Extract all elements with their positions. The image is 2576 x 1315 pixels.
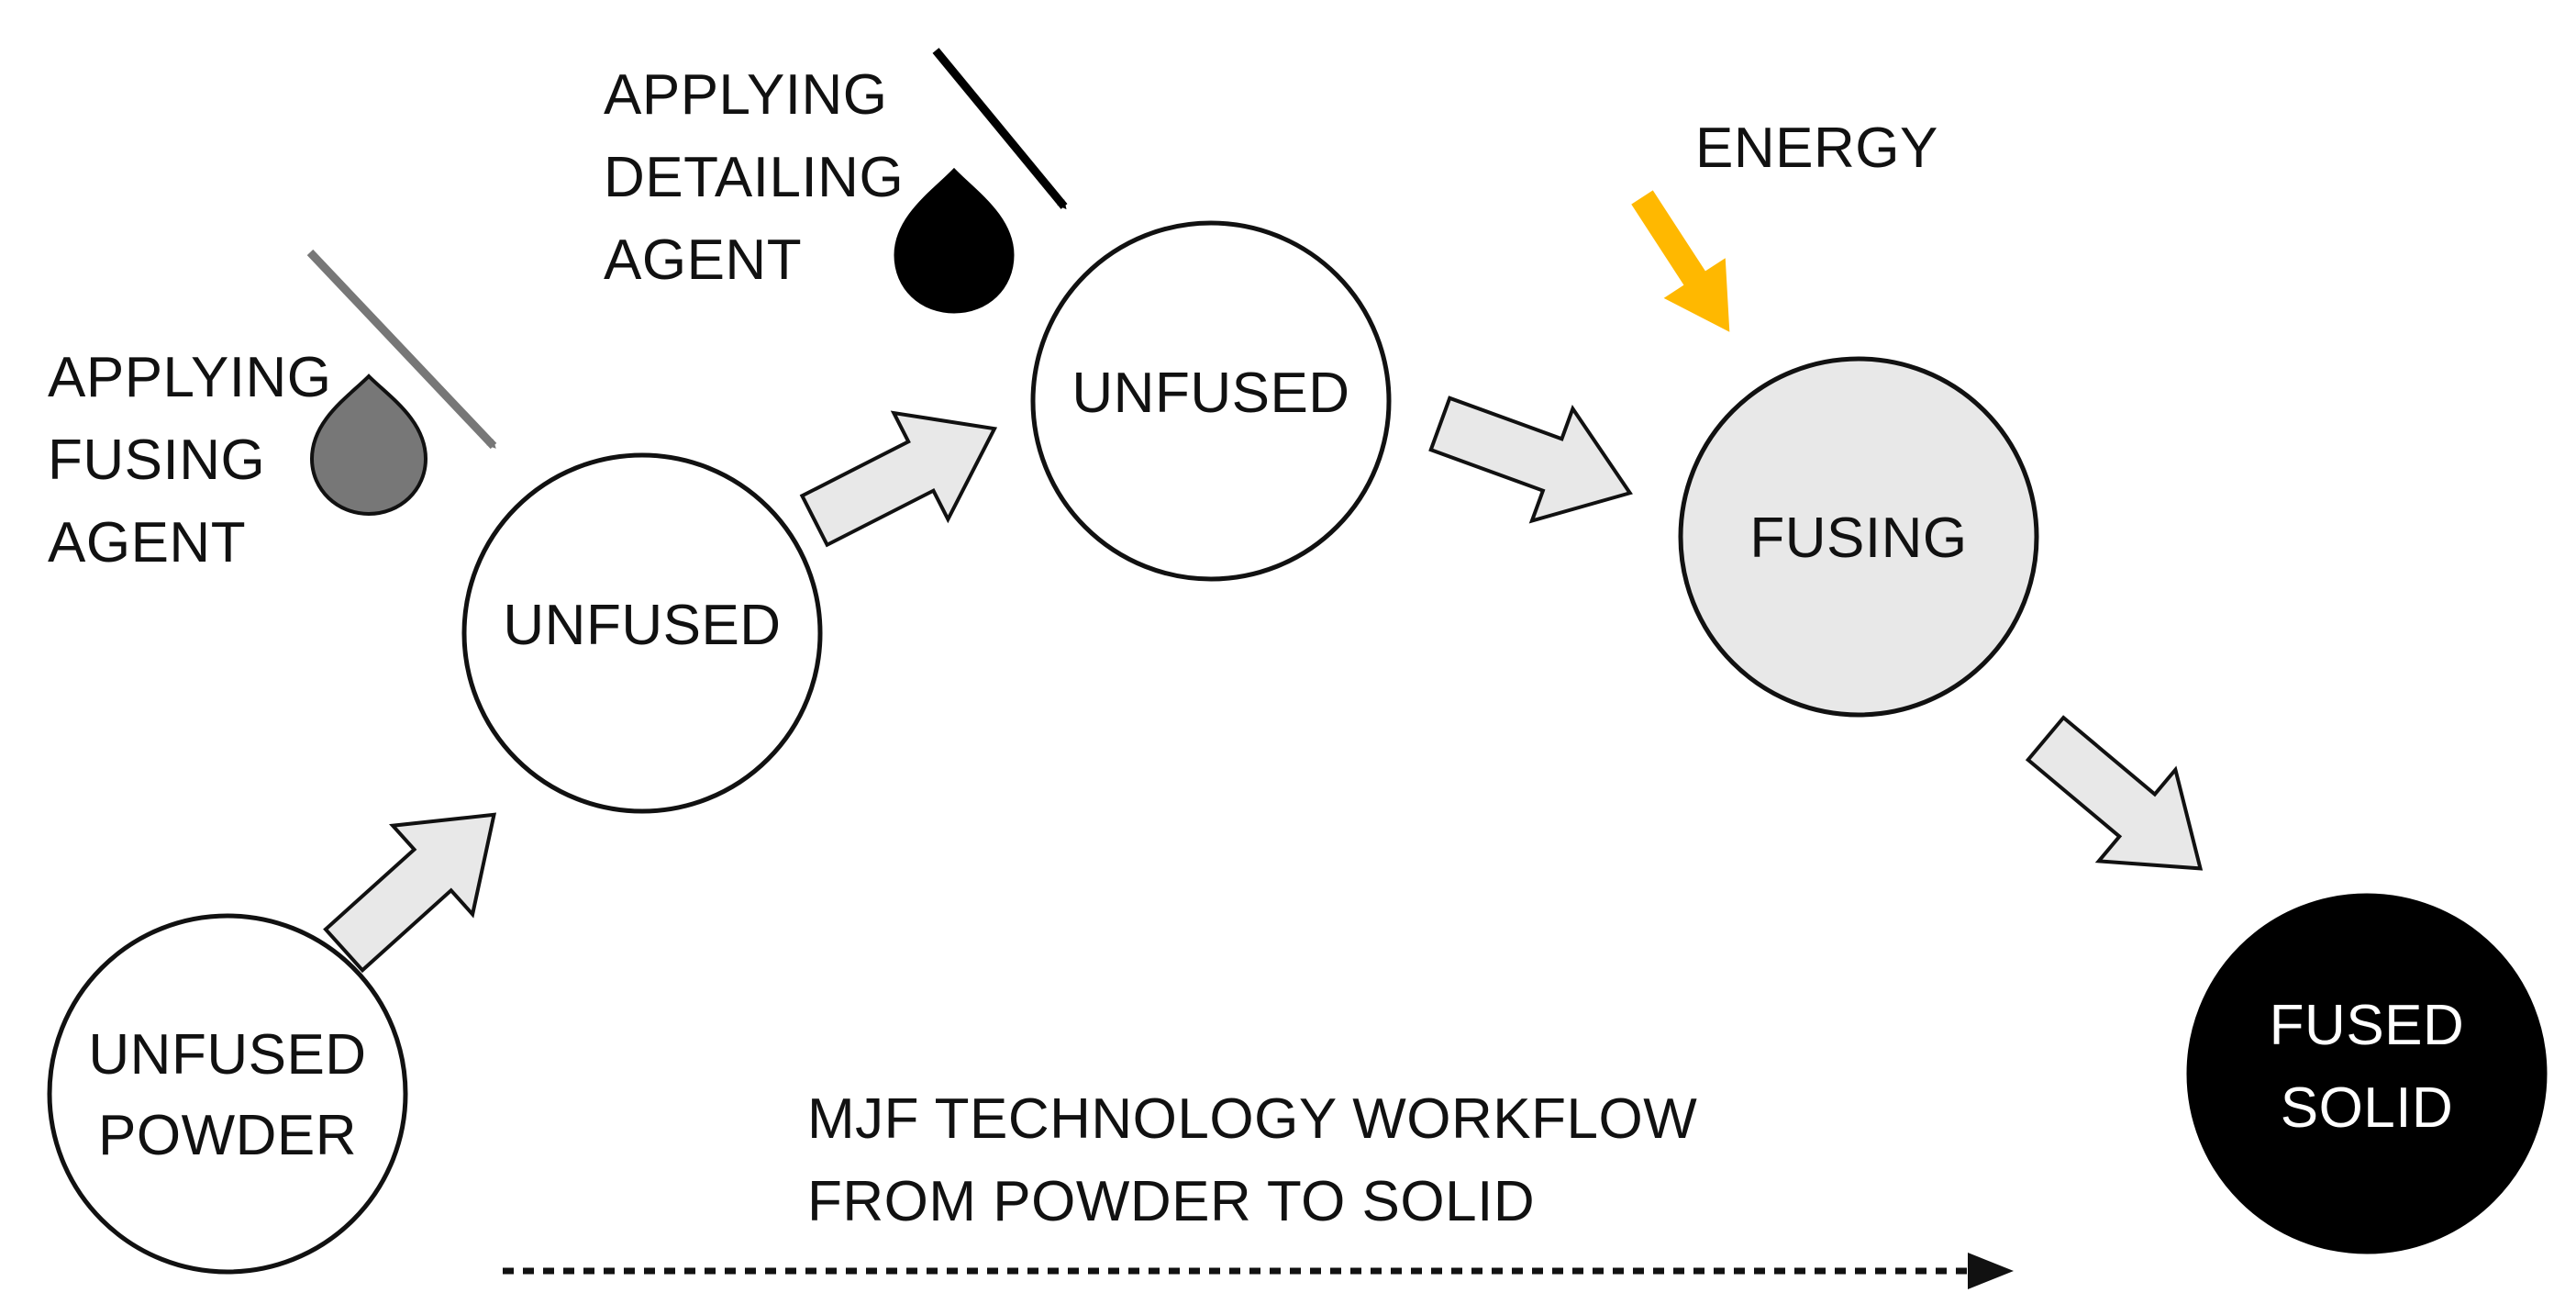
fusing-agent-line3: AGENT	[48, 511, 246, 574]
annotation-fusing-agent: APPLYING FUSING AGENT	[48, 249, 497, 574]
node-fused-solid-line1: FUSED	[2270, 994, 2465, 1057]
flow-arrow-fusing-to-solid	[2025, 715, 2204, 871]
node-fused-solid: FUSED SOLID	[2186, 893, 2548, 1254]
caption-line2: FROM POWDER TO SOLID	[807, 1170, 1535, 1233]
detailing-agent-arrow-icon	[932, 48, 1068, 210]
annotation-energy: ENERGY	[1631, 117, 1938, 332]
node-fused-solid-line2: SOLID	[2281, 1076, 2454, 1140]
fusing-agent-line1: APPLYING	[48, 346, 332, 409]
workflow-arrowhead-icon	[1968, 1253, 2014, 1289]
node-unfused-powder-line1: UNFUSED	[88, 1023, 366, 1087]
node-unfused-2: UNFUSED	[1030, 220, 1392, 582]
energy-label: ENERGY	[1695, 117, 1938, 180]
node-unfused-1-label: UNFUSED	[503, 594, 781, 657]
detailing-agent-line3: AGENT	[604, 228, 802, 292]
detailing-agent-droplet-icon	[894, 167, 1015, 314]
fusing-agent-line2: FUSING	[48, 429, 265, 492]
flow-arrow-powder-to-unfused	[323, 812, 497, 974]
node-unfused-1: UNFUSED	[461, 452, 823, 814]
caption-line1: MJF TECHNOLOGY WORKFLOW	[807, 1087, 1697, 1151]
detailing-agent-line2: DETAILING	[604, 146, 904, 209]
fusing-agent-droplet-icon	[309, 373, 428, 517]
node-unfused-powder-line2: POWDER	[98, 1104, 357, 1167]
node-unfused-powder: UNFUSED POWDER	[47, 913, 408, 1275]
flow-arrow-unfused-to-fusing	[1428, 396, 1633, 524]
energy-arrow-icon	[1631, 190, 1730, 332]
node-fusing: FUSING	[1678, 356, 2039, 718]
annotation-detailing-agent: APPLYING DETAILING AGENT	[604, 48, 1068, 314]
node-fusing-label: FUSING	[1749, 507, 1967, 570]
node-unfused-2-label: UNFUSED	[1071, 362, 1349, 425]
detailing-agent-line1: APPLYING	[604, 63, 888, 127]
flow-arrow-unfused-to-unfused	[799, 410, 998, 548]
fusing-agent-arrow-icon	[306, 249, 497, 450]
caption: MJF TECHNOLOGY WORKFLOW FROM POWDER TO S…	[503, 1087, 2014, 1289]
